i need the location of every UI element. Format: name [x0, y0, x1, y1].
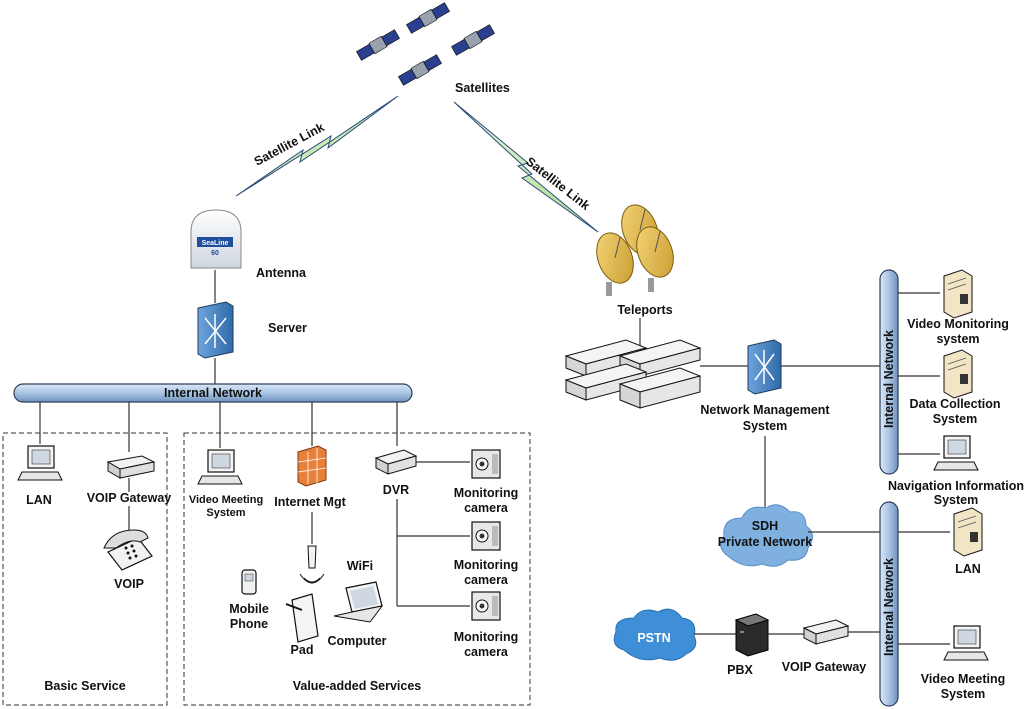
pad-label: Pad [291, 643, 314, 657]
server-rack-icon [564, 339, 702, 409]
mobile-phone-label-1: Mobile [229, 602, 269, 616]
teleports-label: Teleports [617, 303, 672, 317]
lan-right-label: LAN [955, 562, 981, 576]
video-meeting-right-label-1: Video Meeting [921, 672, 1006, 686]
data-collection-label-2: System [933, 412, 977, 426]
pad-icon [285, 593, 319, 643]
video-meeting-left-label-1: Video Meeting [189, 494, 263, 506]
dvr-label: DVR [383, 483, 409, 497]
value-added-services-group [183, 432, 531, 706]
internal-network-vertical-bus-2 [879, 501, 899, 707]
pbx-label: PBX [727, 663, 753, 677]
video-meeting-right-computer-icon [943, 625, 989, 661]
antenna-label: Antenna [256, 266, 307, 280]
mobile-phone-label-2: Phone [230, 617, 268, 631]
dvr-icon [374, 449, 418, 475]
internal-network-bus-label: Internal Network [164, 386, 262, 400]
internal-network-vertical-1-label: Internal Network [882, 330, 896, 428]
internal-network-bus [13, 383, 413, 403]
monitoring-camera-1-icon [471, 449, 501, 479]
navigation-information-label-1: Navigation Information [888, 479, 1024, 493]
camera-2-label-1: Monitoring [454, 558, 519, 572]
satellite-link-left-bolt [235, 95, 399, 197]
antenna-model-text: 60 [211, 250, 219, 257]
server-label: Server [268, 321, 307, 335]
voip-label: VOIP [114, 577, 144, 591]
lan-left-computer-icon [17, 445, 63, 481]
camera-2-label-2: camera [464, 573, 509, 587]
internal-network-vertical-bus-1 [879, 269, 899, 475]
value-added-services-label: Value-added Services [293, 679, 422, 693]
monitoring-camera-3-icon [471, 591, 501, 621]
data-collection-server-icon [943, 349, 973, 399]
navigation-information-computer-icon [933, 435, 979, 471]
firewall-icon [297, 445, 327, 487]
voip-phone-icon [103, 529, 153, 571]
data-collection-label-1: Data Collection [910, 397, 1001, 411]
pstn-label: PSTN [637, 631, 670, 645]
video-monitoring-server-icon [943, 269, 973, 319]
voip-gateway-left-icon [106, 455, 156, 479]
teleports-dishes-icon [596, 204, 674, 296]
pbx-server-icon [734, 613, 770, 657]
wifi-label: WiFi [347, 559, 373, 573]
video-monitoring-label-2: system [936, 332, 979, 346]
voip-gateway-right-label: VOIP Gateway [782, 660, 867, 674]
pstn-cloud [613, 608, 697, 661]
camera-1-label-2: camera [464, 501, 509, 515]
network-management-switch-icon [747, 339, 782, 395]
server-switch-icon [197, 301, 234, 359]
satellites-label: Satellites [455, 81, 510, 95]
wifi-access-point-icon [299, 545, 325, 584]
mobile-phone-icon [241, 569, 257, 595]
video-meeting-left-computer-icon [197, 449, 243, 485]
sdh-private-network-cloud [720, 504, 813, 567]
video-meeting-right-label-2: System [941, 687, 985, 701]
camera-3-label-1: Monitoring [454, 630, 519, 644]
basic-service-label: Basic Service [44, 679, 125, 693]
sdh-label-1: SDH [752, 519, 778, 533]
sdh-label-2: Private Network [718, 535, 813, 549]
satellite-link-right-bolt [453, 101, 599, 233]
camera-1-label-1: Monitoring [454, 486, 519, 500]
nms-label-2: System [743, 419, 787, 433]
lan-left-label: LAN [26, 493, 52, 507]
basic-service-group [2, 432, 168, 706]
nms-label-1: Network Management [700, 403, 830, 417]
laptop-computer-icon [333, 581, 384, 623]
internet-mgt-label: Internet Mgt [274, 495, 346, 509]
video-monitoring-label-1: Video Monitoring [907, 317, 1009, 331]
computer-label: Computer [327, 634, 386, 648]
video-meeting-left-label-2: System [206, 507, 245, 519]
internal-network-vertical-2-label: Internal Network [882, 558, 896, 656]
lan-right-server-icon [953, 507, 983, 557]
camera-3-label-2: camera [464, 645, 509, 659]
monitoring-camera-2-icon [471, 521, 501, 551]
antenna-brand-text: SeaLine [202, 240, 229, 247]
satellites-icon [356, 2, 495, 86]
antenna-dome-icon: SeaLine 60 [190, 209, 242, 269]
navigation-information-label-2: System [934, 493, 978, 507]
voip-gateway-left-label: VOIP Gateway [87, 491, 172, 505]
voip-gateway-right-icon [802, 619, 850, 645]
